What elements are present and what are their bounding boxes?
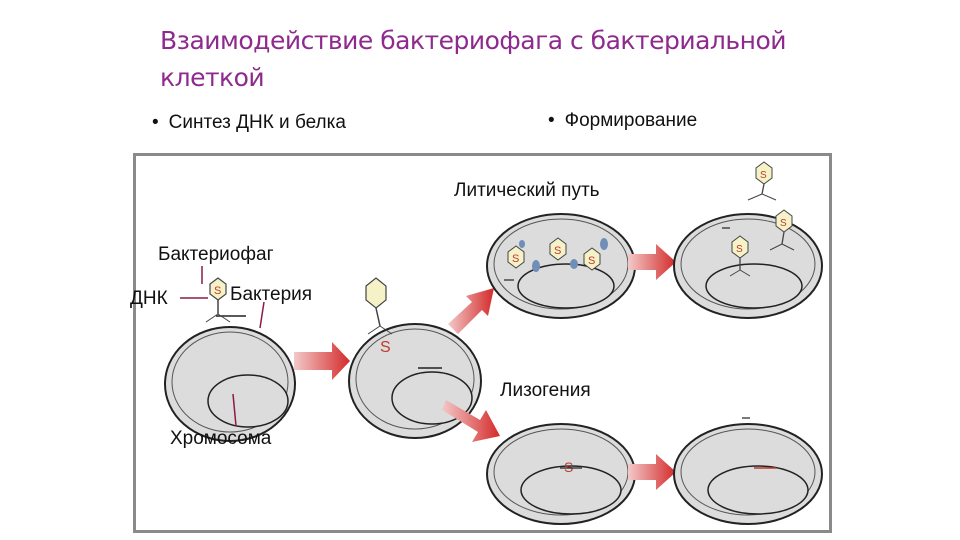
svg-text:S: S xyxy=(780,218,787,229)
cell-bacterium-initial xyxy=(164,315,296,442)
phage-interaction-diagram: S S xyxy=(164,161,823,525)
svg-text:S: S xyxy=(564,459,573,475)
phage-icon: S xyxy=(205,277,231,323)
arrow-icon xyxy=(442,400,500,442)
svg-text:S: S xyxy=(512,253,519,265)
label-bacterium: Бактерия xyxy=(230,284,313,305)
label-lysogeny: Лизогения xyxy=(500,380,591,401)
bullet-dot: • xyxy=(548,110,555,131)
arrow-icon xyxy=(448,288,494,334)
cell-lysogeny: S xyxy=(486,423,636,525)
label-chromosome: Хромосома xyxy=(170,428,272,449)
svg-text:S: S xyxy=(736,244,743,255)
svg-text:S: S xyxy=(760,170,767,181)
phage-icon: S xyxy=(769,209,795,251)
svg-text:S: S xyxy=(554,245,561,257)
label-lytic-path: Литический путь xyxy=(454,180,600,201)
label-dna: ДНК xyxy=(130,288,168,309)
svg-text:S: S xyxy=(588,255,595,267)
cell-lytic-assembly: S S S xyxy=(486,213,636,319)
svg-text:S: S xyxy=(214,285,221,297)
bullet-dna-protein-synthesis: • Синтез ДНК и белка xyxy=(152,112,346,134)
chromosome-icon xyxy=(207,374,289,428)
label-bacteriophage: Бактериофаг xyxy=(158,244,274,265)
bullet-dot: • xyxy=(152,112,159,133)
bullet-label: Синтез ДНК и белка xyxy=(168,112,346,133)
cell-lysogeny-daughter xyxy=(673,417,823,525)
svg-text:S: S xyxy=(380,339,391,356)
bullet-formation: • Формирование xyxy=(548,110,697,132)
arrow-icon xyxy=(294,342,350,380)
slide-title: Взаимодействие бактериофага с бактериаль… xyxy=(160,26,787,92)
diagram-frame: S S xyxy=(130,153,832,533)
phage-icon: S xyxy=(747,161,777,201)
arrow-icon xyxy=(628,454,676,490)
arrow-icon xyxy=(628,244,676,280)
phage-icon xyxy=(365,277,393,335)
bullet-label: Формирование xyxy=(564,110,698,131)
cell-lytic-release xyxy=(673,213,823,319)
phage-icon: S xyxy=(729,235,751,277)
